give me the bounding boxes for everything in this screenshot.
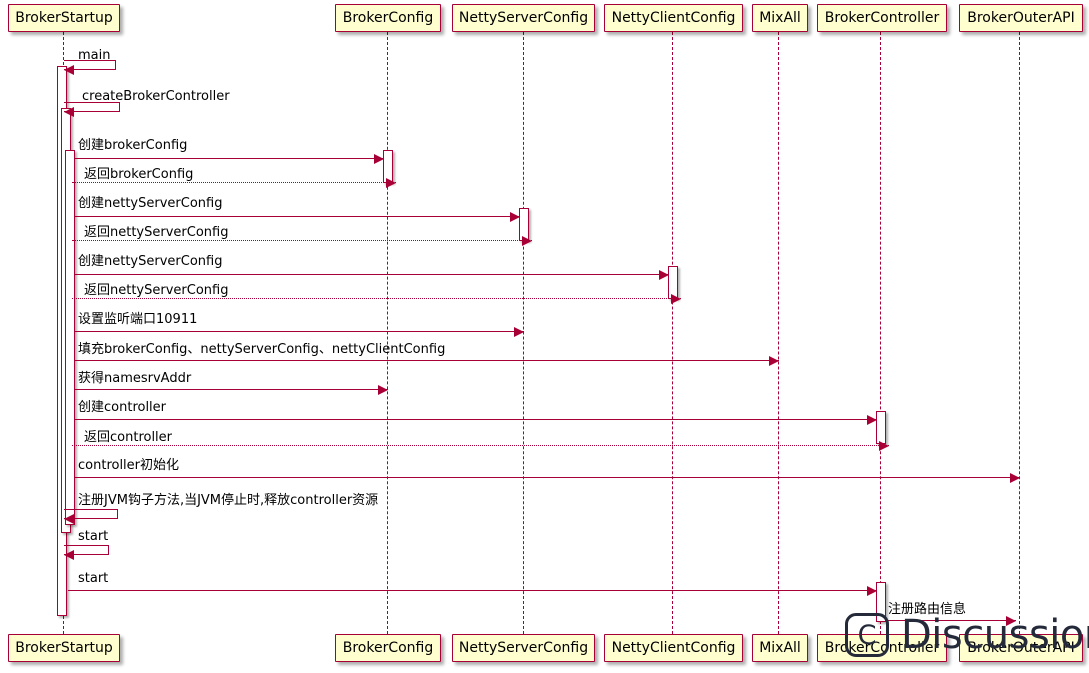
participant-top-brokerconfig[interactable]: BrokerConfig — [335, 4, 441, 32]
arrow-head-12 — [879, 441, 889, 451]
message-line-16 — [68, 590, 877, 591]
message-label-0: main — [78, 48, 111, 63]
message-label-3: 返回brokerConfig — [84, 167, 194, 182]
message-label-14: 注册JVM钩子方法,当JVM停止时,释放controller资源 — [78, 493, 379, 508]
participant-top-brokerstartup[interactable]: BrokerStartup — [8, 4, 120, 32]
arrow-head-7 — [671, 294, 681, 304]
arrow-head-8 — [514, 327, 524, 337]
message-label-8: 设置监听端口10911 — [78, 312, 198, 327]
lifeline-brokercontroller — [880, 32, 881, 634]
participant-bottom-brokerstartup[interactable]: BrokerStartup — [8, 634, 120, 662]
arrow-head-10 — [378, 385, 388, 395]
message-label-17: 注册路由信息 — [888, 602, 967, 617]
message-line-3 — [72, 182, 396, 183]
participant-top-mixall[interactable]: MixAll — [752, 4, 808, 32]
lifeline-brokerconfig — [387, 32, 388, 634]
message-line-13 — [74, 477, 1020, 478]
message-line-6 — [74, 274, 669, 275]
self-message-1 — [64, 102, 120, 112]
message-line-8 — [74, 331, 524, 332]
lifeline-brokerouterapi — [1019, 32, 1020, 634]
message-label-10: 获得namesrvAddr — [78, 371, 192, 386]
message-label-5: 返回nettyServerConfig — [84, 225, 229, 240]
self-message-0 — [64, 60, 116, 70]
participant-bottom-brokerconfig[interactable]: BrokerConfig — [335, 634, 441, 662]
message-line-7 — [72, 298, 681, 299]
arrow-head-16 — [867, 586, 877, 596]
message-label-2: 创建brokerConfig — [78, 138, 188, 153]
message-line-9 — [74, 360, 779, 361]
message-line-10 — [74, 389, 388, 390]
message-label-1: createBrokerController — [82, 89, 230, 104]
participant-bottom-nettyclientconfig[interactable]: NettyClientConfig — [604, 634, 743, 662]
arrow-head-15 — [64, 550, 74, 560]
arrow-head-11 — [867, 415, 877, 425]
participant-top-brokercontroller[interactable]: BrokerController — [817, 4, 947, 32]
arrow-head-17 — [1006, 616, 1016, 626]
arrow-head-9 — [769, 356, 779, 366]
participant-bottom-mixall[interactable]: MixAll — [752, 634, 808, 662]
participant-top-brokerouterapi[interactable]: BrokerOuterAPI — [959, 4, 1083, 32]
arrow-head-13 — [1010, 473, 1020, 483]
message-line-11 — [74, 419, 877, 420]
message-line-17 — [886, 620, 1016, 621]
message-label-9: 填充brokerConfig、nettyServerConfig、nettyCl… — [78, 342, 446, 357]
message-label-12: 返回controller — [84, 430, 173, 445]
arrow-head-2 — [374, 154, 384, 164]
discussion-watermark: C Discussion — [845, 613, 1089, 657]
lifeline-mixall — [778, 32, 779, 634]
activation-bar-brokerstartup — [65, 150, 75, 525]
lifeline-nettyclientconfig — [672, 32, 673, 634]
message-line-12 — [72, 445, 889, 446]
message-line-5 — [72, 240, 532, 241]
message-label-13: controller初始化 — [78, 458, 180, 473]
message-line-4 — [74, 216, 520, 217]
message-label-16: start — [78, 571, 109, 586]
message-label-6: 创建nettyServerConfig — [78, 254, 223, 269]
self-message-15 — [64, 545, 109, 555]
copyright-c-icon: C — [845, 613, 889, 657]
participant-bottom-nettyserverconfig[interactable]: NettyServerConfig — [452, 634, 595, 662]
watermark-label: Discussion — [901, 612, 1089, 658]
arrow-head-5 — [522, 236, 532, 246]
message-label-4: 创建nettyServerConfig — [78, 196, 223, 211]
participant-top-nettyserverconfig[interactable]: NettyServerConfig — [452, 4, 595, 32]
arrow-head-3 — [386, 178, 396, 188]
message-label-7: 返回nettyServerConfig — [84, 283, 229, 298]
message-line-2 — [74, 158, 384, 159]
participant-top-nettyclientconfig[interactable]: NettyClientConfig — [604, 4, 743, 32]
participant-bottom-brokerouterapi[interactable]: BrokerOuterAPI — [959, 634, 1083, 662]
arrow-head-14 — [64, 514, 74, 524]
activation-bar-brokercontroller — [876, 411, 886, 444]
message-label-15: start — [78, 529, 109, 544]
arrow-head-6 — [659, 270, 669, 280]
arrow-head-4 — [510, 212, 520, 222]
self-message-14 — [64, 509, 118, 519]
arrow-head-1 — [64, 107, 74, 117]
arrow-head-0 — [64, 65, 74, 75]
message-label-11: 创建controller — [78, 400, 167, 415]
